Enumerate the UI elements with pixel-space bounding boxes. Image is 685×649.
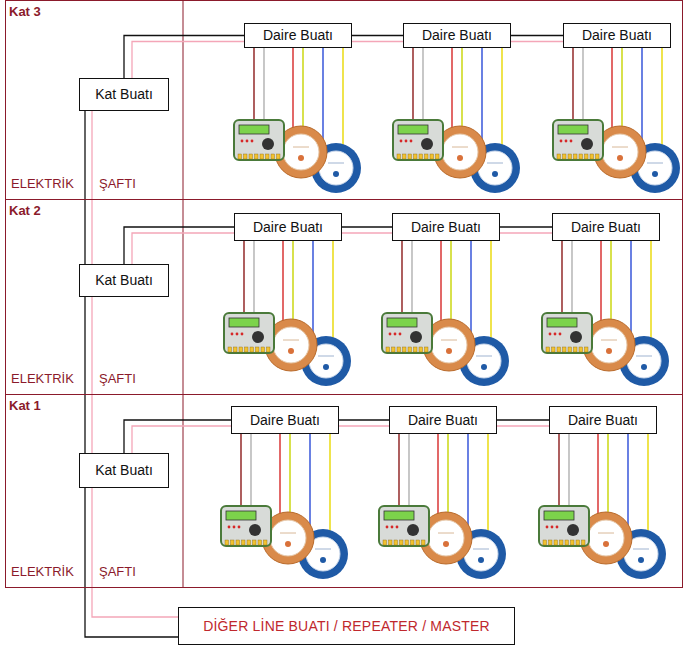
shaft-label: ELEKTRİK <box>11 565 74 580</box>
box-label: Daire Buatı <box>571 219 641 235</box>
box-label: Daire Buatı <box>422 27 492 43</box>
flat-junction-box: Daire Buatı <box>552 213 660 241</box>
electric-meter-icon <box>224 313 274 353</box>
floor-band: Kat 2 ELEKTRİK ŞAFTI Kat Buatı Daire Buatı Da… <box>5 199 683 395</box>
floor-label: Kat 2 <box>9 204 41 219</box>
bus-cable <box>342 226 392 227</box>
meter-set <box>221 434 348 579</box>
bus-wire <box>352 41 403 42</box>
meter-set <box>379 434 506 579</box>
flat-junction-box: Daire Buatı <box>403 23 511 48</box>
floor-junction-box: Kat Buatı <box>79 453 169 488</box>
bus-cable <box>85 488 178 637</box>
shaft-divider <box>183 0 184 200</box>
box-label: Kat Buatı <box>95 462 153 478</box>
box-label: DİĞER LİNE BUATI / REPEATER / MASTER <box>203 618 490 634</box>
bus-cable <box>124 36 244 79</box>
box-label: Kat Buatı <box>95 86 153 102</box>
bus-wire <box>132 42 244 79</box>
bus-cable <box>500 226 552 227</box>
flat-junction-box: Daire Buatı <box>244 23 352 48</box>
bus-wire <box>132 233 234 264</box>
flat-junction-box: Daire Buatı <box>549 406 657 434</box>
box-label: Daire Buatı <box>263 27 333 43</box>
electric-meter-icon <box>382 313 432 353</box>
electric-meter-icon <box>393 120 443 160</box>
bus-cable <box>352 35 403 36</box>
flat-junction-box: Daire Buatı <box>392 213 500 241</box>
bus-wire <box>342 232 392 233</box>
bus-cable <box>511 35 563 36</box>
flat-junction-box: Daire Buatı <box>563 23 671 48</box>
bus-wire <box>500 232 552 233</box>
electric-meter-icon <box>221 506 271 546</box>
bus-cable <box>84 297 85 453</box>
electric-meter-icon <box>539 506 589 546</box>
meter-set <box>393 48 520 193</box>
bus-wire <box>511 41 563 42</box>
meter-set <box>224 241 351 386</box>
bus-cable <box>84 111 85 264</box>
bus-wire <box>91 111 92 264</box>
shaft-label: ŞAFTI <box>99 177 136 192</box>
meter-set <box>542 241 669 386</box>
box-label: Daire Buatı <box>408 412 478 428</box>
floor-junction-box: Kat Buatı <box>79 78 169 111</box>
bus-cable <box>124 227 234 264</box>
meter-set <box>539 434 666 579</box>
shaft-label: ELEKTRİK <box>11 177 74 192</box>
box-label: Daire Buatı <box>253 219 323 235</box>
bus-cable <box>339 419 389 420</box>
shaft-label: ŞAFTI <box>99 372 136 387</box>
box-label: Daire Buatı <box>250 412 320 428</box>
flat-junction-box: Daire Buatı <box>231 406 339 434</box>
electric-meter-icon <box>379 506 429 546</box>
electric-meter-icon <box>234 120 284 160</box>
floor-label: Kat 1 <box>9 399 41 414</box>
flat-junction-box: Daire Buatı <box>234 213 342 241</box>
floor-junction-box: Kat Buatı <box>79 264 169 297</box>
box-label: Daire Buatı <box>568 412 638 428</box>
electric-meter-icon <box>542 313 592 353</box>
bus-cable <box>124 420 231 453</box>
shaft-divider <box>183 394 184 588</box>
bus-wire <box>497 425 549 426</box>
shaft-label: ŞAFTI <box>99 565 136 580</box>
floor-band: Kat 1 ELEKTRİK ŞAFTI Kat Buatı Daire Buatı Da… <box>5 394 683 588</box>
shaft-label: ELEKTRİK <box>11 372 74 387</box>
meter-set <box>382 241 509 386</box>
bus-wire <box>132 426 231 453</box>
bus-wire <box>92 488 178 617</box>
box-label: Daire Buatı <box>582 27 652 43</box>
meter-set <box>553 48 680 193</box>
bus-cable <box>497 419 549 420</box>
line-junction-box: DİĞER LİNE BUATI / REPEATER / MASTER <box>178 607 515 645</box>
floor-band: Kat 3 ELEKTRİK ŞAFTI Kat Buatı Daire Buatı Da… <box>5 0 683 200</box>
box-label: Kat Buatı <box>95 272 153 288</box>
flat-junction-box: Daire Buatı <box>389 406 497 434</box>
box-label: Daire Buatı <box>411 219 481 235</box>
floor-label: Kat 3 <box>9 5 41 20</box>
meter-set <box>234 48 361 193</box>
bus-wire <box>339 425 389 426</box>
electric-meter-icon <box>553 120 603 160</box>
bus-wire <box>91 297 92 453</box>
shaft-divider <box>183 199 184 395</box>
